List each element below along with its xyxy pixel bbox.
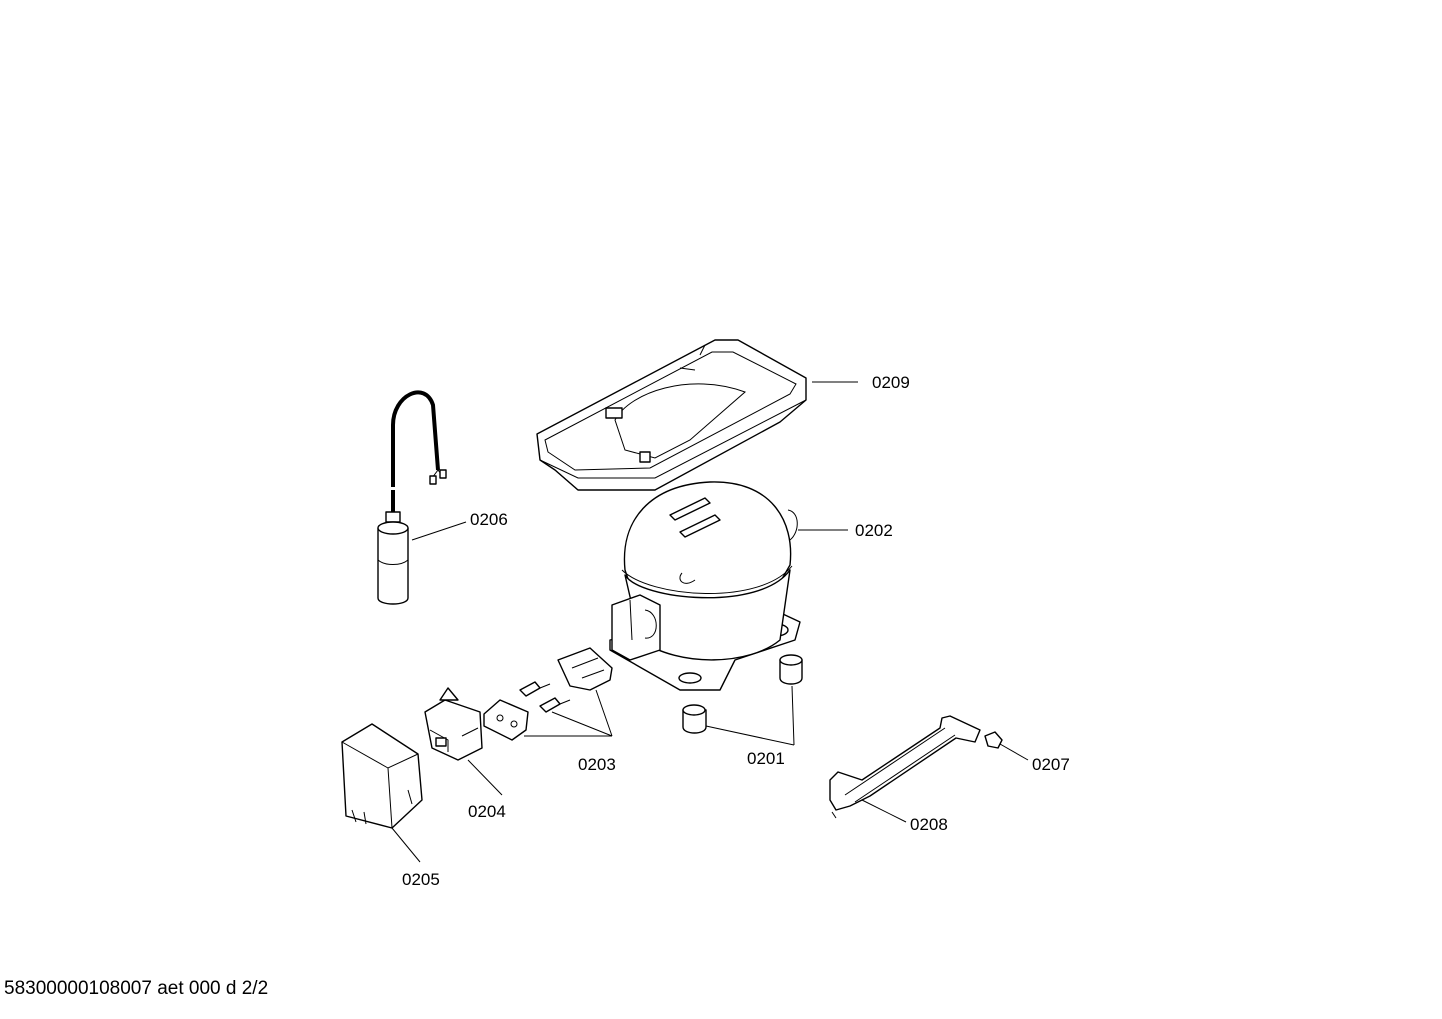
callout-0205: 0205 <box>402 870 440 889</box>
part-0202-compressor[interactable] <box>609 481 801 691</box>
leader-0206 <box>411 521 467 541</box>
part-0205-relay-cover[interactable] <box>341 723 423 829</box>
leader-0201 <box>705 685 795 746</box>
callout-0208: 0208 <box>910 815 948 834</box>
callout-0202: 0202 <box>855 521 893 540</box>
leader-0208 <box>861 799 907 823</box>
part-0207-clip[interactable] <box>984 731 1003 749</box>
callout-0201: 0201 <box>747 749 785 768</box>
part-0204-relay[interactable] <box>424 687 483 761</box>
callout-0204: 0204 <box>468 802 506 821</box>
callout-0209: 0209 <box>872 373 910 392</box>
leader-0207 <box>999 743 1029 761</box>
part-0206-capacitor[interactable] <box>377 390 447 605</box>
part-0201-grommets[interactable] <box>682 654 803 734</box>
callout-0203: 0203 <box>578 755 616 774</box>
leader-0203 <box>524 689 613 737</box>
leader-0204 <box>467 759 503 796</box>
callout-0206: 0206 <box>470 510 508 529</box>
part-0209-drip-tray[interactable] <box>536 339 807 491</box>
part-0203-mounting-clip-set[interactable] <box>483 647 613 741</box>
part-0208-bracket[interactable] <box>829 715 981 819</box>
document-code: 58300000108007 aet 000 d 2/2 <box>4 978 269 999</box>
callout-0207: 0207 <box>1032 755 1070 774</box>
leader-0205 <box>391 827 421 863</box>
